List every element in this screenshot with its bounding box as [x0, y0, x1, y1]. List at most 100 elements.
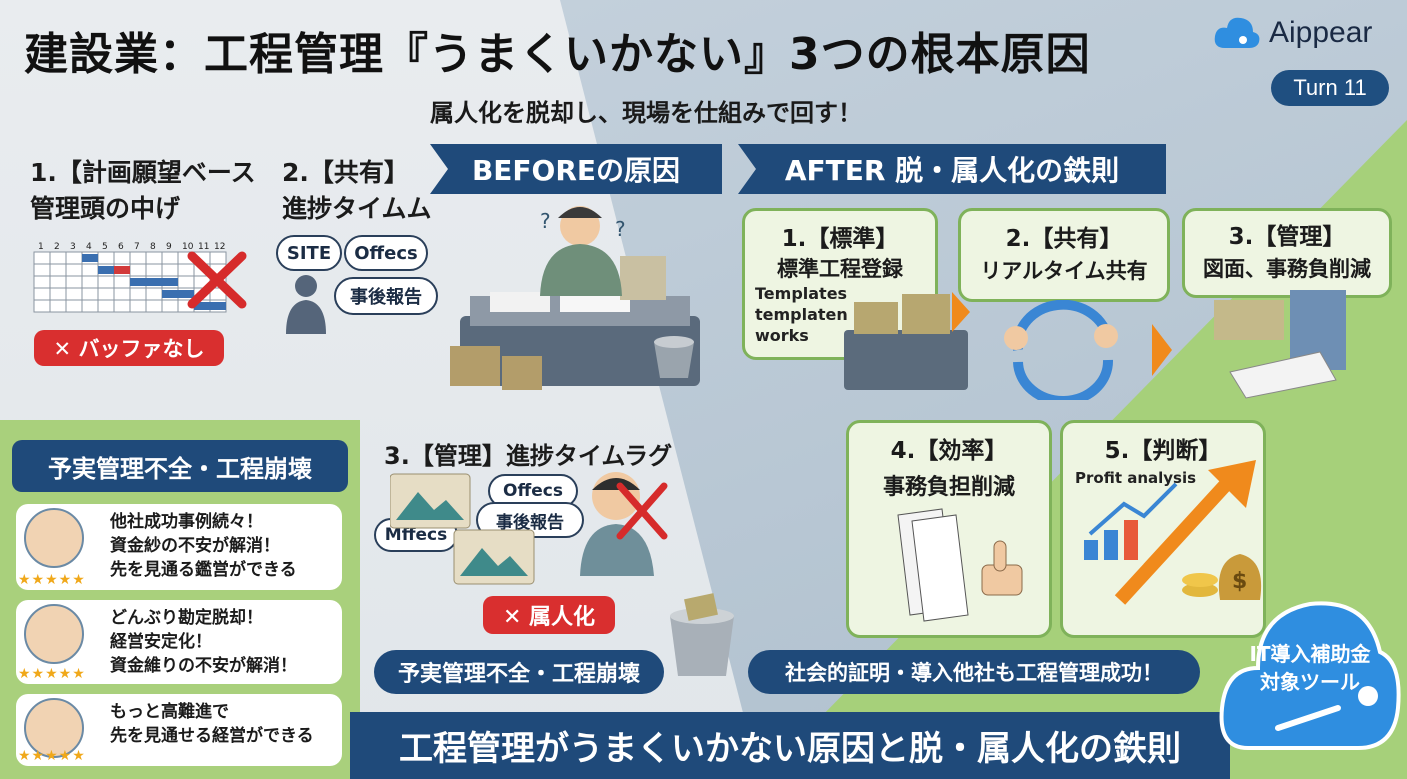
cause2-line1: 2.【共有】 — [282, 158, 409, 187]
avatar — [24, 698, 84, 758]
card1-sub: 標準工程登録 — [777, 257, 903, 281]
gantt-day-label: 4 — [86, 242, 92, 252]
avatar — [24, 508, 84, 568]
gantt-cell — [33, 275, 51, 289]
gantt-cell — [33, 263, 51, 277]
personalization-tag: ✕ 属人化 — [483, 596, 615, 634]
cause2-line2: 進捗タイムム — [282, 194, 432, 223]
review-line: もっと高難進で — [110, 702, 229, 722]
gantt-cell — [97, 287, 115, 301]
cause2-heading: 2.【共有】 進捗タイムム — [282, 155, 432, 227]
after-card-share: 2.【共有】 リアルタイム共有 — [958, 208, 1170, 302]
after-banner: AFTER 脱・属人化の鉄則 — [738, 144, 1166, 194]
card5-title: 5.【判断】 — [1104, 438, 1222, 464]
gantt-cell — [161, 299, 179, 313]
gantt-cell — [129, 263, 147, 277]
badge-cloud-icon — [1219, 601, 1401, 750]
before-banner: BEFOREの原因 — [430, 144, 722, 194]
money-stacks-icon — [844, 292, 970, 390]
review-card: ★★★★★どんぶり勘定脱却！経営安定化！資金維りの不安が解消！ — [16, 600, 342, 684]
gantt-day-label: 5 — [102, 242, 108, 252]
gantt-bar — [82, 254, 98, 262]
stressed-worker-illustration: ? ? — [450, 206, 700, 390]
rating-stars: ★★★★★ — [18, 748, 86, 764]
card4-title: 4.【効率】 — [890, 438, 1008, 464]
gantt-day-label: 10 — [182, 242, 194, 252]
gantt-cell — [81, 299, 99, 313]
bubble-offecs: Offecs — [344, 235, 428, 271]
cause1-heading: 1.【計画願望ベース 管理頭の中げ — [30, 155, 256, 227]
profit-growth-icon: $ — [1084, 460, 1262, 605]
reviews-list: ★★★★★他社成功事例続々！資金紗の不安が解消！先を見通る鑑営ができる★★★★★… — [16, 504, 342, 776]
review-card: ★★★★★ もっと高難進で先を見通せる経営ができる — [16, 694, 342, 766]
gantt-cell — [145, 287, 163, 301]
gantt-day-label: 6 — [118, 242, 124, 252]
review-line: 先を見通る鑑営ができる — [110, 560, 297, 580]
brand-name: Aippear — [1269, 16, 1373, 49]
gantt-day-label: 1 — [38, 242, 44, 252]
gantt-cell — [129, 299, 147, 313]
gantt-cell — [49, 275, 67, 289]
reviews-banner: 予実管理不全・工程崩壊 — [12, 440, 348, 492]
gantt-day-label: 2 — [54, 242, 60, 252]
page-subtitle: 属人化を脱却し、現場を仕組みで回す！ — [430, 99, 862, 127]
turn-badge: Turn 11 — [1271, 70, 1389, 106]
gantt-cell — [145, 299, 163, 313]
card1-title: 1.【標準】 — [781, 226, 899, 252]
review-card: ★★★★★他社成功事例続々！資金紗の不安が解消！先を見通る鑑営ができる — [16, 504, 342, 590]
before-bottom-banner: 予実管理不全・工程崩壊 — [374, 650, 664, 694]
worried-worker-icon — [580, 472, 668, 576]
card1-extra-1: Templates — [755, 284, 848, 303]
arrow-right-icon — [1152, 324, 1172, 376]
money-bucket-icon — [670, 593, 734, 676]
buildings-documents-icon — [1214, 290, 1346, 399]
card3-title: 3.【管理】 — [1228, 224, 1346, 250]
gantt-cell — [113, 251, 131, 265]
gantt-cell — [97, 299, 115, 313]
review-line: 経営安定化！ — [110, 632, 212, 652]
page-title: 建設業：工程管理『うまくいかない』3つの根本原因 — [24, 29, 1091, 80]
gantt-day-label: 8 — [150, 242, 156, 252]
svg-text:$: $ — [1232, 569, 1247, 594]
review-text: どんぶり勘定脱却！ 経営安定化！ 資金維りの不安が解消！ — [110, 606, 297, 678]
subsidy-badge: IT導入補助金 対象ツール — [1218, 578, 1402, 768]
card3-sub: 図面、事務負削減 — [1203, 257, 1371, 281]
card1-extra-2: templaten — [755, 305, 848, 324]
gantt-cell — [81, 275, 99, 289]
gantt-day-label: 3 — [70, 242, 76, 252]
footer-banner: 工程管理がうまくいかない原因と脱・属人化の鉄則 — [350, 712, 1230, 779]
gantt-cell — [65, 263, 83, 277]
gantt-day-label: 9 — [166, 242, 172, 252]
review-line: どんぶり勘定脱却！ — [110, 608, 263, 628]
gantt-bar — [130, 278, 178, 286]
brand-logo: Aippear — [1213, 14, 1372, 52]
card2-title: 2.【共有】 — [1005, 226, 1123, 252]
cause3-heading: 3.【管理】進捗タイムラグ — [384, 442, 673, 470]
gantt-cell — [33, 251, 51, 265]
gantt-cell — [33, 287, 51, 301]
documents-thumbs-up-icon — [897, 508, 1023, 622]
review-line: 資金紗の不安が解消！ — [110, 536, 280, 556]
card5-sub: Profit analysis — [1075, 469, 1197, 487]
cause1-line2: 管理頭の中げ — [30, 194, 181, 223]
gantt-cell — [145, 263, 163, 277]
gantt-cell — [65, 275, 83, 289]
bubble-site: SITE — [276, 235, 342, 271]
gantt-cell — [65, 251, 83, 265]
review-line: 資金維りの不安が解消！ — [110, 656, 297, 676]
svg-text:?: ? — [615, 217, 626, 241]
review-text: もっと高難進で先を見通せる経営ができる — [110, 700, 314, 748]
cross-icon — [187, 251, 247, 309]
gantt-day-label: 7 — [134, 242, 140, 252]
cloud-icon — [1214, 17, 1260, 48]
gantt-cell — [65, 299, 83, 313]
gantt-cell — [97, 251, 115, 265]
gantt-cell — [49, 251, 67, 265]
gantt-bar — [114, 266, 130, 274]
card2-sub: リアルタイム共有 — [980, 259, 1148, 283]
after-bottom-banner: 社会的証明・導入他社も工程管理成功！ — [748, 650, 1200, 694]
no-buffer-tag: ✕ バッファなし — [34, 330, 224, 366]
gantt-cell — [97, 275, 115, 289]
sync-cycle-icon — [1004, 300, 1118, 400]
gantt-cell — [129, 251, 147, 265]
